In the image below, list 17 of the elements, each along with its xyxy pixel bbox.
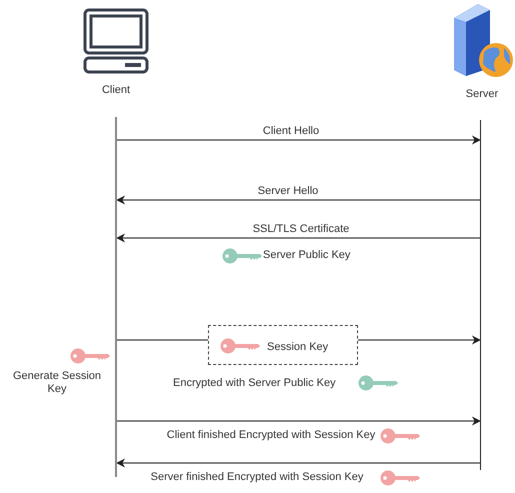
session-key-box bbox=[208, 325, 358, 365]
arrow bbox=[116, 458, 480, 468]
edge-label: Client finished Encrypted with Session Key bbox=[164, 429, 378, 442]
note-text: Generate Session Key bbox=[12, 370, 102, 396]
note-text: Server Public Key bbox=[263, 249, 350, 262]
arrow bbox=[116, 136, 481, 144]
arrow bbox=[116, 234, 480, 242]
note-text: Encrypted with Server Public Key bbox=[173, 377, 336, 390]
server-label: Server bbox=[464, 88, 500, 101]
arrow bbox=[116, 416, 481, 426]
box-label: Session Key bbox=[267, 341, 328, 354]
lifeline bbox=[115, 117, 117, 477]
arrow bbox=[116, 196, 480, 204]
lifeline bbox=[480, 120, 481, 470]
edge-label: Server finished Encrypted with Session Key bbox=[148, 471, 366, 484]
client-label: Client bbox=[100, 84, 132, 97]
arrow bbox=[358, 336, 481, 344]
